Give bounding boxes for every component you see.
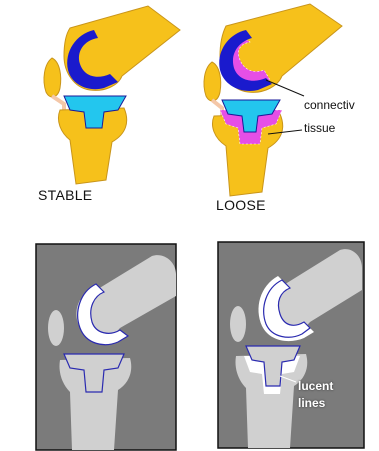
loose-ligament: [212, 100, 222, 116]
connective-tissue-pointer-1: [266, 80, 304, 96]
stable-knee-illustration: [44, 6, 180, 184]
loose-xray-patella: [230, 306, 246, 342]
lucent-lines-label-line2: lines: [298, 396, 325, 411]
loose-label: LOOSE: [216, 197, 266, 213]
stable-patella: [44, 58, 61, 97]
connective-tissue-label-line1: connectiv: [304, 97, 355, 113]
stable-xray-patella: [48, 310, 64, 346]
loose-xray: [218, 242, 364, 448]
stable-xray: [36, 244, 176, 450]
loose-patella: [204, 62, 221, 101]
lucent-lines-label-line1: lucent: [298, 379, 333, 394]
stable-label: STABLE: [38, 187, 92, 203]
connective-tissue-label-line2: tissue: [304, 120, 335, 136]
